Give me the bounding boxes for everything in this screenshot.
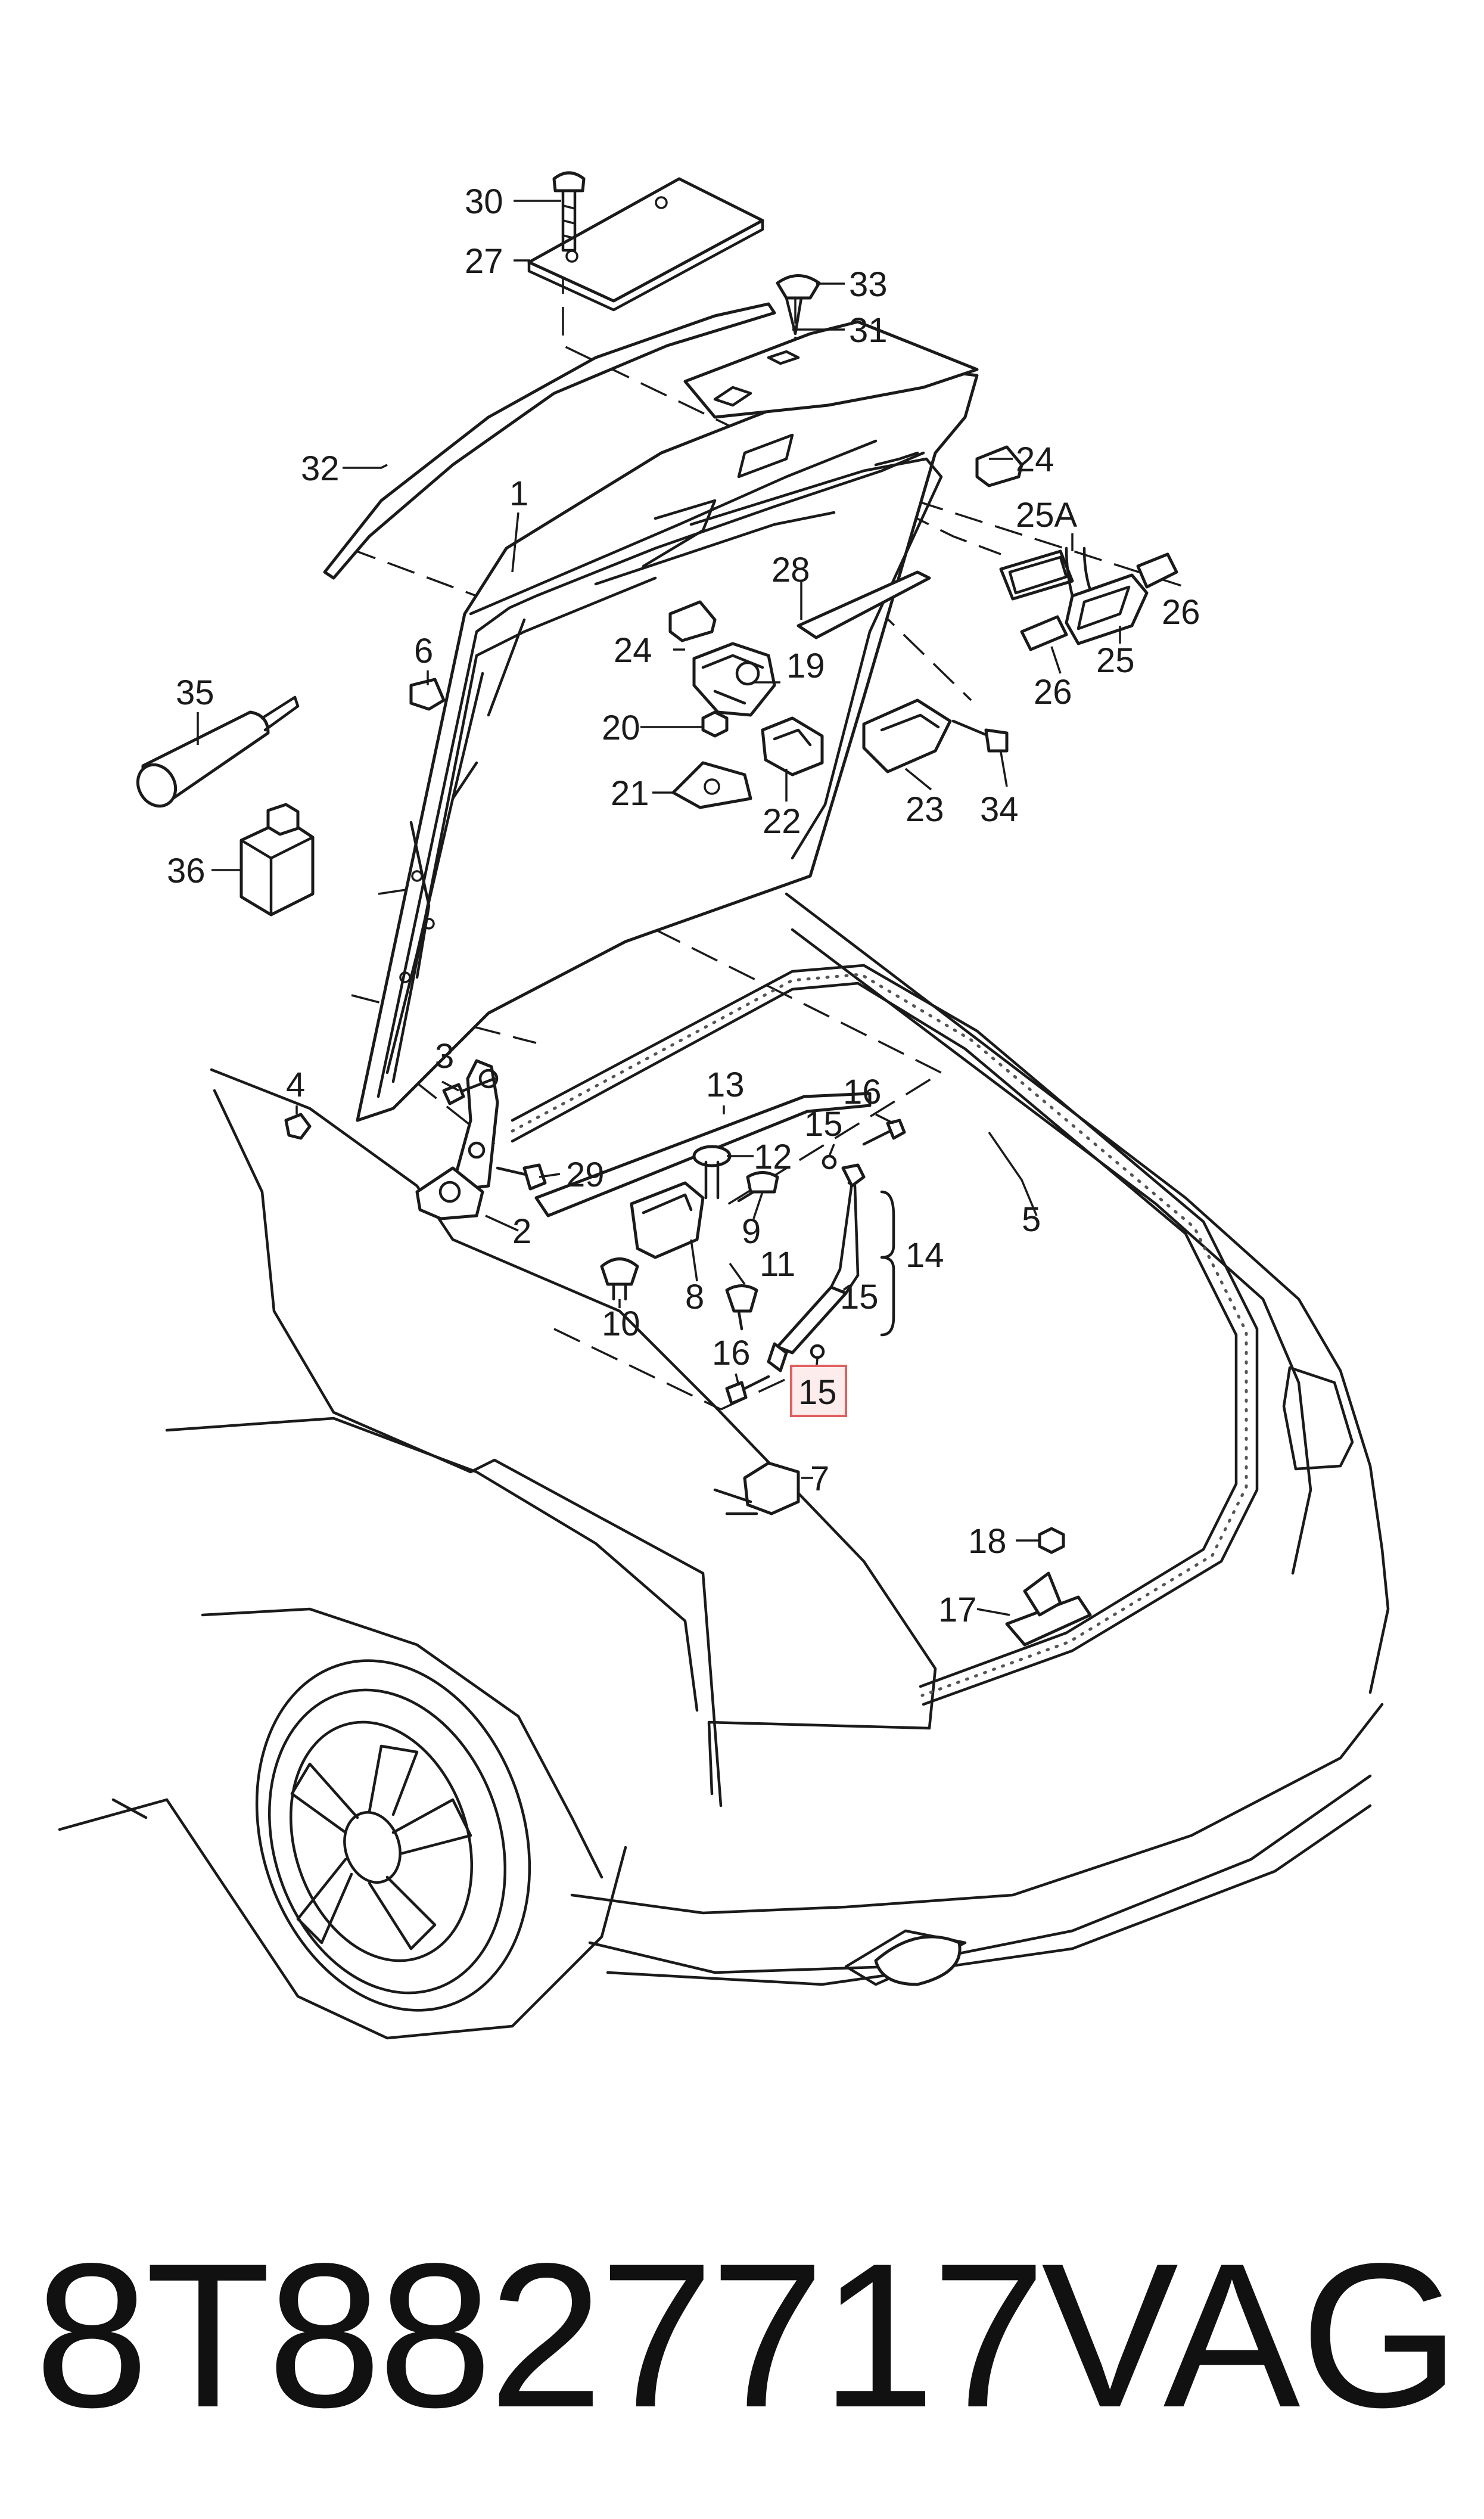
clip-10 <box>600 1257 639 1301</box>
callout-20: 20 <box>602 709 640 747</box>
plug-24b <box>668 600 717 642</box>
callout-3: 3 <box>435 1037 454 1076</box>
callout-16a: 16 <box>843 1073 882 1111</box>
callout-14: 14 <box>906 1236 944 1275</box>
handle-25 <box>1065 546 1149 645</box>
callout-27: 27 <box>465 242 503 281</box>
callout-23: 23 <box>906 790 944 829</box>
cap-26a <box>1136 552 1178 589</box>
leader-lines <box>197 200 1121 1616</box>
bolt-4 <box>284 1113 312 1140</box>
callout-33: 33 <box>849 265 888 304</box>
caption-bar: 8T8827717 VAG <box>0 2199 1484 2473</box>
bolt-34 <box>951 719 1009 753</box>
callout-28: 28 <box>771 551 810 589</box>
cap-26b <box>1020 615 1068 651</box>
callout-5: 5 <box>1022 1200 1041 1239</box>
seal-25A <box>999 549 1074 601</box>
callout-2: 2 <box>512 1212 531 1251</box>
latch-plate-17 <box>1005 1571 1092 1647</box>
callout-16b: 16 <box>712 1334 751 1372</box>
callout-35: 35 <box>176 673 214 712</box>
callout-17: 17 <box>938 1591 977 1629</box>
callout-4: 4 <box>286 1066 305 1104</box>
lining-28 <box>797 570 931 639</box>
callout-8: 8 <box>685 1278 704 1316</box>
trunk-seal <box>511 964 1259 1706</box>
lock-19 <box>692 642 776 717</box>
callout-10: 10 <box>602 1304 640 1343</box>
bracket-8 <box>630 1181 705 1259</box>
nut-18 <box>1038 1527 1065 1554</box>
callout-25A: 25A <box>1016 496 1078 535</box>
spoiler-trim <box>323 302 979 580</box>
callout-15c: 15 <box>798 1373 837 1412</box>
callout-12: 12 <box>754 1138 792 1176</box>
cover-plate <box>527 171 764 312</box>
callout-22: 22 <box>763 802 801 841</box>
callout-11: 11 <box>760 1245 795 1284</box>
callout-32: 32 <box>301 449 340 488</box>
callout-24a: 24 <box>1016 440 1054 479</box>
adhesive-tube-35 <box>136 695 300 808</box>
striker-23 <box>862 698 952 774</box>
ball-socket-16b <box>725 1375 770 1405</box>
gas-strut-14 <box>767 1163 866 1372</box>
callout-labels: 30 27 33 31 32 1 24 25A 28 26 24 19 25 6… <box>167 182 1200 1629</box>
callout-19: 19 <box>786 647 825 685</box>
hinge-2 <box>415 1059 499 1220</box>
callout-1: 1 <box>509 474 528 513</box>
trunk-lid <box>356 368 979 1122</box>
clip-11 <box>725 1284 758 1331</box>
callout-6: 6 <box>414 632 433 670</box>
plug-24a <box>975 445 1023 487</box>
part-number: 8T8827717 <box>35 2221 1046 2450</box>
callout-25: 25 <box>1096 641 1135 680</box>
callout-9: 9 <box>742 1212 761 1251</box>
car-body <box>58 892 1390 2040</box>
callout-7: 7 <box>810 1459 829 1498</box>
callout-15b: 15 <box>840 1278 879 1316</box>
callout-13: 13 <box>706 1066 745 1104</box>
callout-34: 34 <box>980 790 1019 829</box>
callout-29: 29 <box>566 1156 605 1194</box>
clip-6 <box>409 678 446 711</box>
highlight-box <box>790 1365 847 1417</box>
ball-socket-16a <box>862 1119 906 1146</box>
bottle-36 <box>239 803 315 917</box>
callout-26a: 26 <box>1162 593 1200 632</box>
brand-name: VAG <box>1041 2221 1460 2450</box>
clip-33 <box>776 274 821 336</box>
bolt-9 <box>737 1171 779 1203</box>
trim-strip-13 <box>534 1092 872 1217</box>
bracket-21 <box>671 761 752 809</box>
callout-24b: 24 <box>614 631 652 670</box>
circlip-15a <box>822 1154 837 1170</box>
nut-20 <box>701 710 729 738</box>
screw-12 <box>692 1145 732 1200</box>
circlip-15c <box>810 1344 825 1359</box>
bracket-7 <box>713 1461 800 1515</box>
callout-31: 31 <box>849 311 888 350</box>
bolt-29 <box>496 1163 547 1191</box>
buffer-22 <box>761 716 824 776</box>
callout-21: 21 <box>611 774 649 813</box>
rear-wheel <box>255 1659 531 2012</box>
callout-36: 36 <box>167 852 206 890</box>
callout-15a: 15 <box>804 1105 843 1144</box>
callout-26b: 26 <box>1034 673 1072 712</box>
callout-18: 18 <box>968 1522 1007 1561</box>
callout-30: 30 <box>465 182 503 221</box>
